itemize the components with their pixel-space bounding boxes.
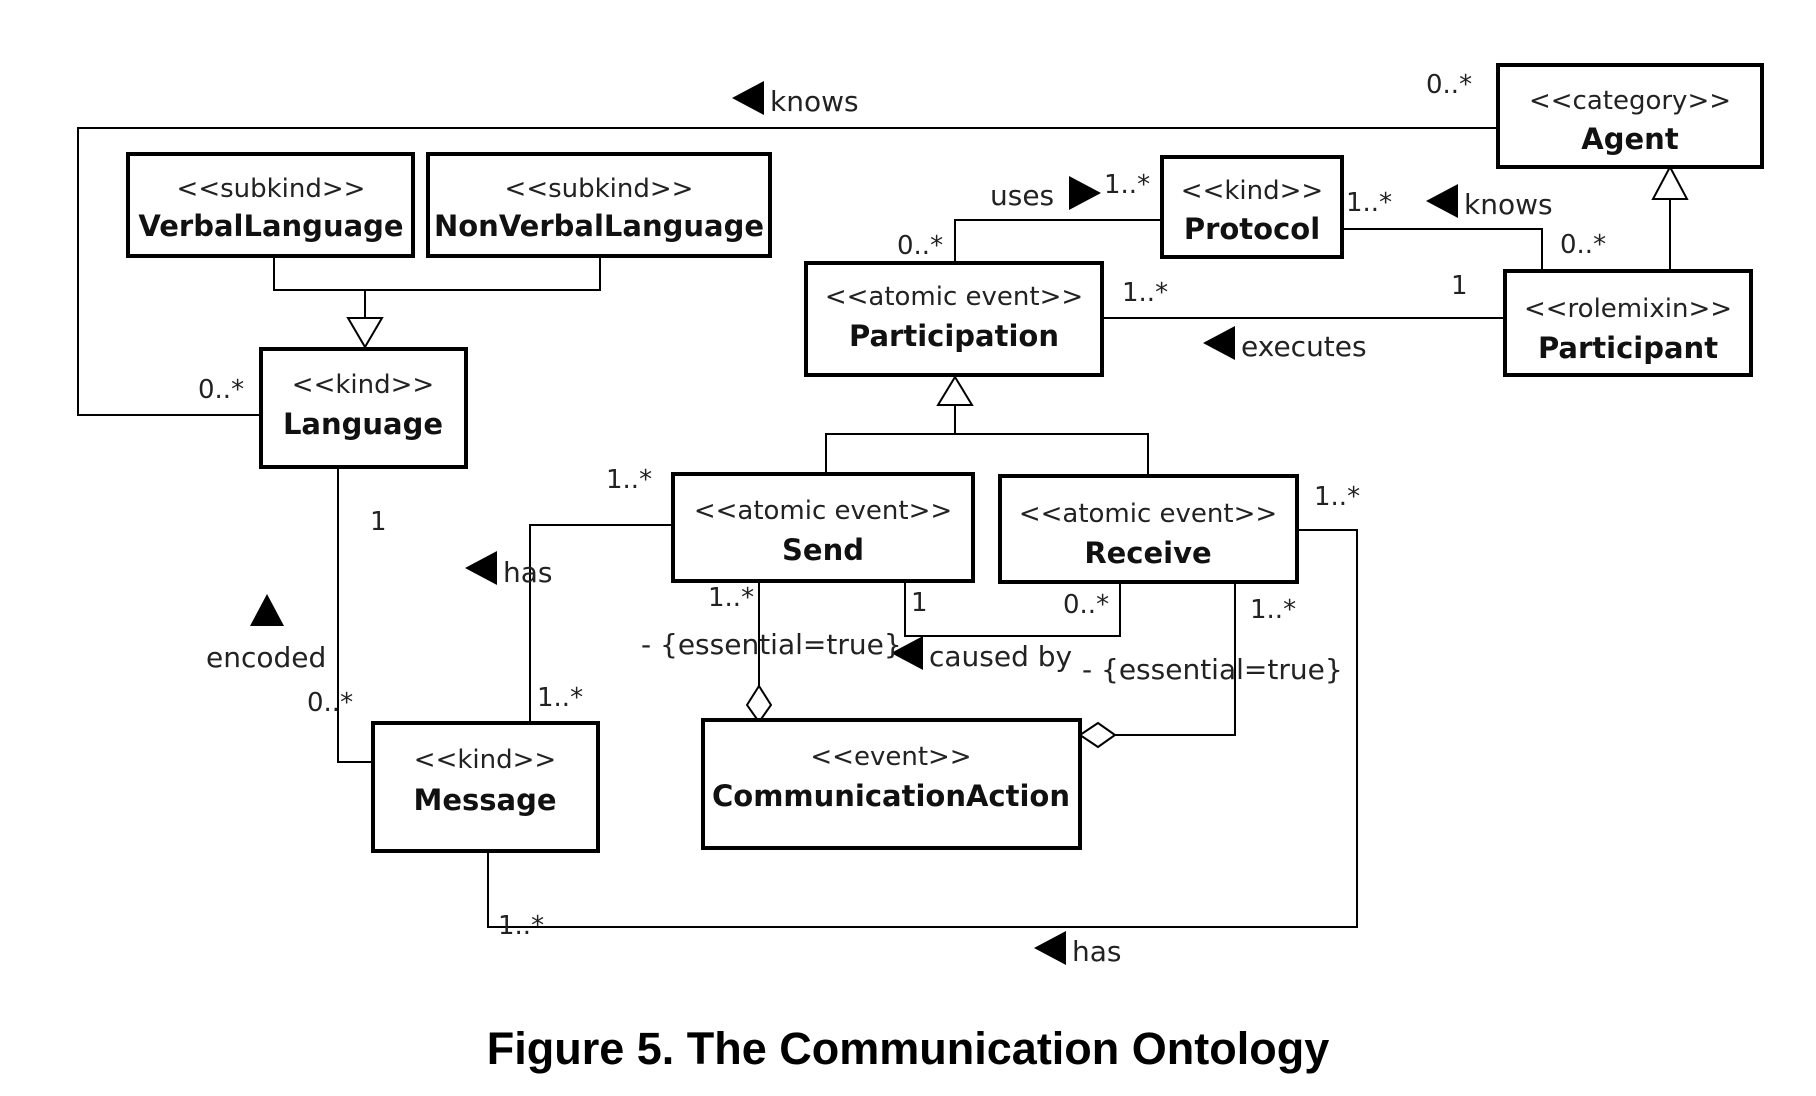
class-protocol[interactable]: <<kind>> Protocol	[1160, 155, 1344, 259]
receive-aggregation-line	[1115, 582, 1236, 736]
class-participation-name: Participation	[849, 319, 1059, 353]
generalization-triangle-agent	[1651, 164, 1689, 200]
multiplicity-message-has: 1..*	[537, 683, 583, 713]
multiplicity-message-encoded: 0..*	[307, 688, 353, 718]
protocol-knows-direction-arrow	[1426, 184, 1458, 218]
caused-by-direction-arrow	[891, 636, 923, 670]
encoded-direction-arrow	[250, 594, 284, 626]
knows-association-line	[77, 127, 1498, 416]
class-nonverbal-language[interactable]: <<subkind>> NonVerbalLanguage	[426, 152, 772, 258]
class-participant-name: Participant	[1538, 331, 1718, 365]
multiplicity-agent-knows: 0..*	[1426, 70, 1472, 100]
generalization-triangle-language	[346, 317, 384, 349]
class-communication-action[interactable]: <<event>> CommunicationAction	[701, 718, 1082, 850]
protocol-knows-association-line	[1342, 228, 1543, 271]
uses-label: uses	[990, 179, 1054, 212]
class-send-stereotype: <<atomic event>>	[694, 496, 952, 526]
class-participant[interactable]: <<rolemixin>> Participant	[1503, 269, 1753, 377]
multiplicity-protocol-knows: 1..*	[1346, 188, 1392, 218]
class-agent-stereotype: <<category>>	[1529, 86, 1731, 116]
class-verbal-language-name: VerbalLanguage	[138, 209, 403, 243]
multiplicity-send-comm: 1..*	[708, 583, 754, 613]
class-nonverbal-language-stereotype: <<subkind>>	[505, 174, 694, 204]
multiplicity-language-knows: 0..*	[198, 375, 244, 405]
send-essential-constraint: - {essential=true}	[641, 628, 902, 661]
protocol-knows-label: knows	[1464, 188, 1553, 221]
class-agent[interactable]: <<category>> Agent	[1496, 63, 1764, 169]
multiplicity-uses-protocol: 1..*	[1104, 170, 1150, 200]
multiplicity-send-caused: 1	[911, 588, 928, 618]
has-direction-arrow	[465, 551, 497, 585]
has-bottom-label: has	[1072, 935, 1122, 968]
multiplicity-receive-comm: 1..*	[1250, 595, 1296, 625]
class-message-stereotype: <<kind>>	[414, 745, 556, 775]
class-nonverbal-language-name: NonVerbalLanguage	[434, 209, 764, 243]
class-language-name: Language	[283, 407, 443, 441]
send-has-association-line	[529, 524, 673, 723]
encoded-label: encoded	[206, 641, 326, 674]
receive-has-association-line	[487, 529, 1358, 928]
has-label: has	[503, 556, 553, 589]
send-aggregation-diamond	[745, 684, 773, 724]
multiplicity-uses-participation: 0..*	[897, 231, 943, 261]
has-bottom-direction-arrow	[1034, 931, 1066, 965]
uses-direction-arrow	[1069, 176, 1101, 210]
multiplicity-language-encoded: 1	[370, 507, 387, 537]
class-message-name: Message	[413, 783, 556, 817]
executes-label: executes	[1241, 330, 1367, 363]
class-verbal-language-stereotype: <<subkind>>	[177, 174, 366, 204]
receive-essential-constraint: - {essential=true}	[1082, 653, 1343, 686]
class-receive-name: Receive	[1084, 536, 1211, 570]
caused-by-association-line	[904, 581, 1121, 637]
generalization-line-verbal	[273, 256, 601, 291]
figure-caption: Figure 5. The Communication Ontology	[487, 1023, 1330, 1074]
class-communication-action-stereotype: <<event>>	[810, 742, 971, 772]
class-participation[interactable]: <<atomic event>> Participation	[804, 261, 1104, 377]
generalization-line-send-receive	[825, 433, 1149, 474]
uses-association-line	[954, 219, 1162, 263]
multiplicity-send-has: 1..*	[606, 465, 652, 495]
executes-direction-arrow	[1203, 326, 1235, 360]
multiplicity-participant-executes: 1	[1451, 271, 1468, 301]
multiplicity-participation-executes: 1..*	[1122, 278, 1168, 308]
class-protocol-stereotype: <<kind>>	[1181, 176, 1323, 206]
class-language-stereotype: <<kind>>	[292, 370, 434, 400]
class-participant-stereotype: <<rolemixin>>	[1524, 294, 1732, 324]
class-language[interactable]: <<kind>> Language	[259, 347, 468, 469]
class-send-name: Send	[782, 533, 864, 567]
class-agent-name: Agent	[1581, 122, 1679, 156]
receive-aggregation-diamond	[1078, 721, 1117, 749]
encoded-association-line	[337, 469, 373, 763]
class-send[interactable]: <<atomic event>> Send	[671, 472, 975, 583]
caused-by-label: caused by	[929, 640, 1072, 673]
class-communication-action-name: CommunicationAction	[712, 779, 1070, 813]
class-receive[interactable]: <<atomic event>> Receive	[998, 474, 1299, 584]
multiplicity-message-has-bottom: 1..*	[498, 911, 544, 941]
class-participation-stereotype: <<atomic event>>	[825, 282, 1083, 312]
multiplicity-participant-knows: 0..*	[1560, 230, 1606, 260]
class-protocol-name: Protocol	[1184, 212, 1320, 246]
multiplicity-receive-caused: 0..*	[1063, 590, 1109, 620]
class-verbal-language[interactable]: <<subkind>> VerbalLanguage	[126, 152, 415, 258]
multiplicity-receive-has: 1..*	[1314, 482, 1360, 512]
generalization-triangle-participation	[936, 375, 974, 406]
class-receive-stereotype: <<atomic event>>	[1019, 499, 1277, 529]
knows-direction-arrow	[732, 81, 764, 115]
class-message[interactable]: <<kind>> Message	[371, 721, 600, 853]
knows-label: knows	[770, 85, 859, 118]
